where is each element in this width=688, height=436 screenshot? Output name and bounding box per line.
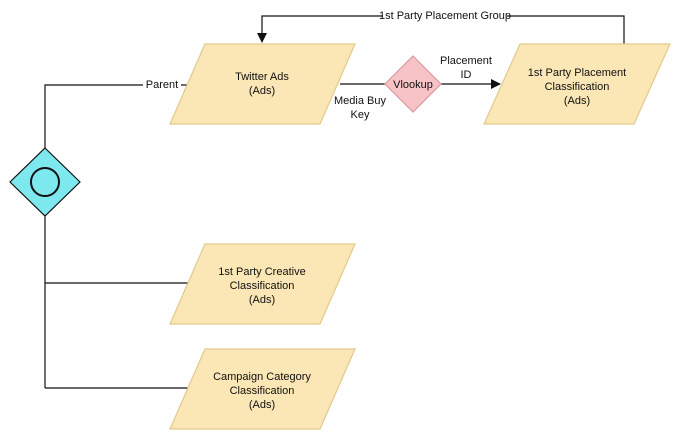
node-label-line2: Classification xyxy=(230,385,295,397)
edge-label-placement-id-line2: ID xyxy=(461,69,472,81)
node-label-line2: (Ads) xyxy=(249,85,275,97)
node-label-line1: 1st Party Placement xyxy=(528,67,626,79)
node-label-line3: (Ads) xyxy=(249,294,275,306)
edge-parent xyxy=(44,84,187,148)
circle-icon xyxy=(30,167,60,197)
parallelogram-shape xyxy=(169,43,356,125)
edge-labels: 1st Party Placement Group Parent Media B… xyxy=(143,8,511,121)
edge-label-media-buy-line2: Key xyxy=(351,109,370,121)
node-label-line2: Classification xyxy=(230,280,295,292)
edge-label-parent: Parent xyxy=(146,79,178,91)
node-vlookup[interactable]: Vlookup xyxy=(384,55,442,113)
node-label-line3: (Ads) xyxy=(249,399,275,411)
edge-label-media-buy-line1: Media Buy xyxy=(334,95,386,107)
node-label-line2: Classification xyxy=(545,81,610,93)
node-label-line1: Twitter Ads xyxy=(235,71,289,83)
node-label-line1: Campaign Category xyxy=(213,371,311,383)
parallelogram-shape xyxy=(483,43,671,125)
parallelogram-shape xyxy=(169,348,356,430)
edge-label-placement-id-line1: Placement xyxy=(440,55,492,67)
node-creative-classification[interactable]: 1st Party Creative Classification (Ads) xyxy=(169,243,356,325)
node-placement-classification[interactable]: 1st Party Placement Classification (Ads) xyxy=(483,43,671,125)
node-label-line3: (Ads) xyxy=(564,95,590,107)
node-label-line1: 1st Party Creative xyxy=(218,266,305,278)
node-label: Vlookup xyxy=(393,79,433,91)
parallelogram-shape xyxy=(169,243,356,325)
node-campaign-classification[interactable]: Campaign Category Classification (Ads) xyxy=(169,348,356,430)
node-twitter-ads[interactable]: Twitter Ads (Ads) xyxy=(169,43,356,125)
diamond-shape xyxy=(384,55,442,113)
node-gateway[interactable] xyxy=(9,147,81,217)
edge-label-placement-group: 1st Party Placement Group xyxy=(379,10,511,22)
